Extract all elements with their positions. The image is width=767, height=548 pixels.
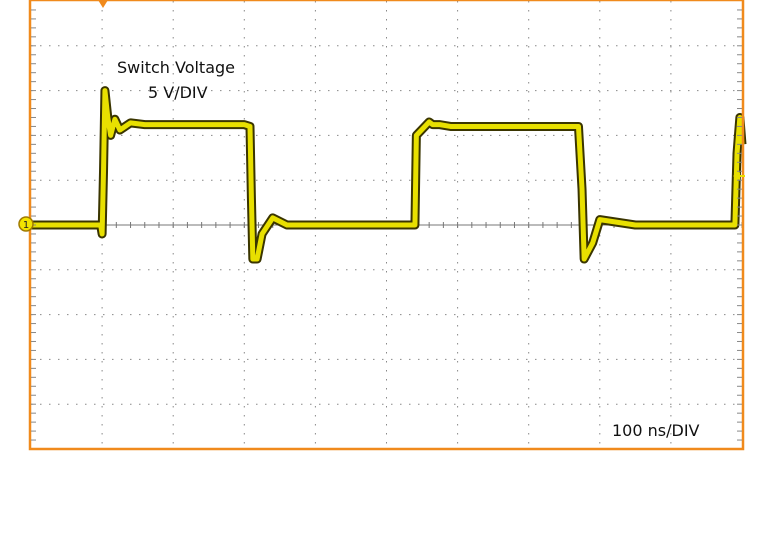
channel-name-label: Switch Voltage: [117, 58, 235, 77]
trigger-position-marker: [98, 0, 108, 8]
trace-line: [31, 88, 745, 262]
horizontal-scale-label: 100 ns/DIV: [612, 421, 700, 440]
vertical-scale-label: 5 V/DIV: [148, 83, 208, 102]
trigger-level-marker: [733, 172, 745, 180]
trace-switch-voltage: [31, 86, 747, 264]
channel-1-ground-marker: 1: [18, 216, 34, 232]
channel-marker-label: 1: [23, 220, 29, 231]
trace-outline: [31, 86, 747, 264]
